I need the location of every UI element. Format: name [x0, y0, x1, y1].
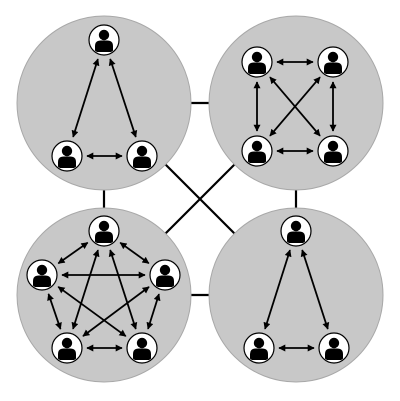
- bottom-left-member-5: [126, 332, 158, 364]
- bottom-left-member-3: [149, 259, 181, 291]
- person-head: [327, 140, 339, 152]
- bottom-left-member-1: [88, 215, 120, 247]
- person-head: [251, 140, 263, 152]
- person-icon: [133, 337, 151, 360]
- bottom-right-member-1: [280, 215, 312, 247]
- person-icon: [250, 337, 268, 360]
- person-body: [33, 275, 51, 287]
- person-body: [133, 156, 151, 168]
- person-head: [61, 337, 73, 349]
- top-left-member-1: [88, 24, 120, 56]
- person-head: [61, 145, 73, 157]
- person-icon: [324, 140, 342, 163]
- top-left-link-1-3: [108, 58, 138, 138]
- person-icon: [156, 264, 174, 287]
- top-left-member-3: [126, 140, 158, 172]
- person-head: [251, 51, 263, 63]
- person-icon: [248, 51, 266, 74]
- bottom-left-member-2: [26, 259, 58, 291]
- top-right-link-2-3: [269, 76, 321, 137]
- person-head: [159, 264, 171, 276]
- members: [26, 24, 350, 364]
- person-head: [98, 29, 110, 41]
- person-head: [327, 51, 339, 63]
- top-right-member-4: [317, 135, 349, 167]
- top-right-member-3: [241, 135, 273, 167]
- person-head: [136, 145, 148, 157]
- member-links: [47, 58, 337, 352]
- bottom-right-link-1-2: [263, 249, 292, 330]
- person-body: [58, 348, 76, 360]
- bottom-left-member-4: [51, 332, 83, 364]
- person-icon: [325, 337, 343, 360]
- person-head: [328, 337, 340, 349]
- top-right-member-2: [317, 46, 349, 78]
- person-body: [324, 151, 342, 163]
- person-icon: [58, 337, 76, 360]
- person-body: [325, 348, 343, 360]
- person-body: [250, 348, 268, 360]
- person-body: [95, 231, 113, 243]
- person-icon: [133, 145, 151, 168]
- person-head: [290, 220, 302, 232]
- person-body: [95, 40, 113, 52]
- top-left-member-2: [51, 140, 83, 172]
- person-head: [98, 220, 110, 232]
- person-body: [133, 348, 151, 360]
- person-head: [136, 337, 148, 349]
- person-body: [248, 62, 266, 74]
- top-left-link-1-2: [71, 58, 100, 138]
- person-icon: [248, 140, 266, 163]
- bottom-right-member-3: [318, 332, 350, 364]
- top-right-member-1: [241, 46, 273, 78]
- person-icon: [95, 29, 113, 52]
- person-icon: [324, 51, 342, 74]
- person-icon: [95, 220, 113, 243]
- person-head: [253, 337, 265, 349]
- person-body: [58, 156, 76, 168]
- bottom-left-link-3-4: [82, 286, 150, 337]
- bottom-left-link-3-5: [146, 293, 161, 330]
- person-body: [156, 275, 174, 287]
- bottom-right-member-2: [243, 332, 275, 364]
- person-body: [287, 231, 305, 243]
- person-head: [36, 264, 48, 276]
- top-right-group: [208, 15, 384, 191]
- person-body: [324, 62, 342, 74]
- person-icon: [33, 264, 51, 287]
- bottom-right-link-1-3: [300, 249, 330, 330]
- person-icon: [58, 145, 76, 168]
- person-body: [248, 151, 266, 163]
- person-icon: [287, 220, 305, 243]
